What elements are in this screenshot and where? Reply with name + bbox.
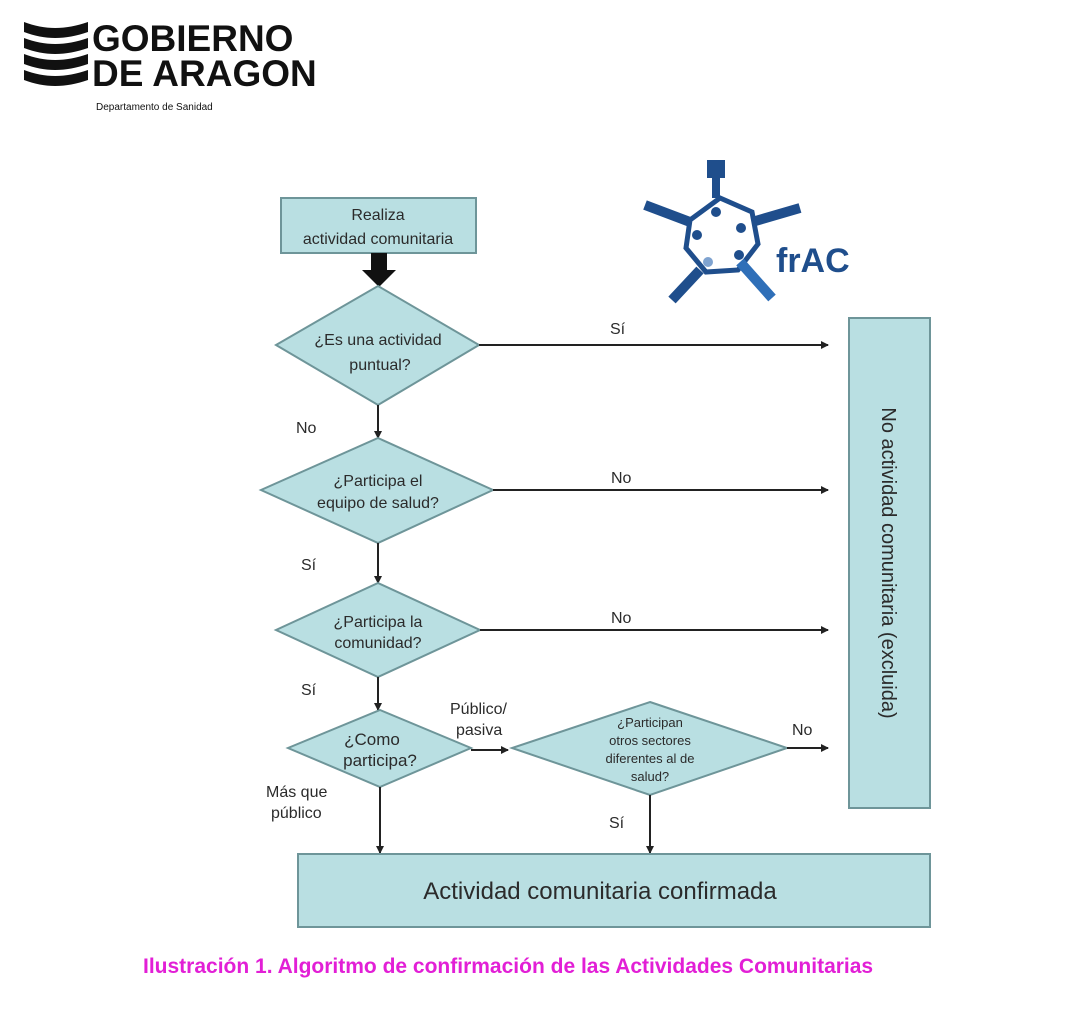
start-box: Realiza actividad comunitaria — [280, 197, 477, 254]
label-d3-down: Sí — [301, 682, 317, 699]
decision-1-line2: puntual? — [349, 357, 410, 374]
gobierno-aragon-logo: GOBIERNO DE ARAGON Departamento de Sanid… — [24, 18, 317, 113]
decision-5-line4: salud? — [631, 769, 669, 784]
figure-caption: Ilustración 1. Algoritmo de confirmación… — [143, 955, 873, 978]
label-d4-right-1: Público/ — [450, 701, 507, 718]
confirmed-box: Actividad comunitaria confirmada — [297, 853, 931, 928]
decision-5-line2: otros sectores — [609, 733, 691, 748]
decision-2-line1: ¿Participa el — [334, 473, 423, 490]
label-d4-down-2: público — [271, 805, 322, 822]
label-d1-down: No — [296, 420, 317, 437]
decision-3: ¿Participa la comunidad? — [273, 581, 483, 679]
thick-down-arrow-icon — [362, 253, 396, 287]
frac-emblem-icon — [643, 160, 802, 304]
decision-4-line2: participa? — [343, 751, 417, 770]
label-d2-down: Sí — [301, 557, 317, 574]
logo-line1: GOBIERNO — [92, 18, 293, 59]
label-d2-right: No — [611, 470, 632, 487]
aragon-stripes-icon — [24, 22, 88, 86]
label-d1-right: Sí — [610, 321, 626, 338]
decision-2: ¿Participa el equipo de salud? — [258, 436, 496, 545]
excluded-text: No actividad comunitaria (excluida) — [877, 407, 899, 718]
label-d3-right: No — [611, 610, 632, 627]
decision-5-line3: diferentes al de — [606, 751, 695, 766]
start-line2: actividad comunitaria — [303, 231, 453, 248]
start-line1: Realiza — [351, 207, 404, 224]
label-d5-down: Sí — [609, 815, 625, 832]
decision-3-line2: comunidad? — [334, 635, 421, 652]
decision-3-line1: ¿Participa la — [334, 614, 423, 631]
label-d4-down-1: Más que — [266, 784, 327, 801]
logo-department: Departamento de Sanidad — [96, 102, 213, 113]
label-d5-right: No — [792, 722, 813, 739]
decision-2-line2: equipo de salud? — [317, 495, 439, 512]
decision-5-line1: ¿Participan — [617, 715, 683, 730]
decision-1: ¿Es una actividad puntual? — [274, 284, 481, 407]
decision-5: ¿Participan otros sectores diferentes al… — [508, 700, 791, 797]
confirmed-text: Actividad comunitaria confirmada — [423, 878, 777, 905]
frac-logo-text: frAC — [776, 242, 850, 280]
logo-line2: DE ARAGON — [92, 53, 317, 94]
decision-4: ¿Como participa? — [285, 708, 474, 789]
label-d4-right-2: pasiva — [456, 722, 502, 739]
frac-logo: frAC — [643, 160, 850, 304]
decision-4-line1: ¿Como — [344, 730, 400, 749]
excluded-box: No actividad comunitaria (excluida) — [848, 317, 931, 809]
decision-1-line1: ¿Es una actividad — [314, 332, 441, 349]
